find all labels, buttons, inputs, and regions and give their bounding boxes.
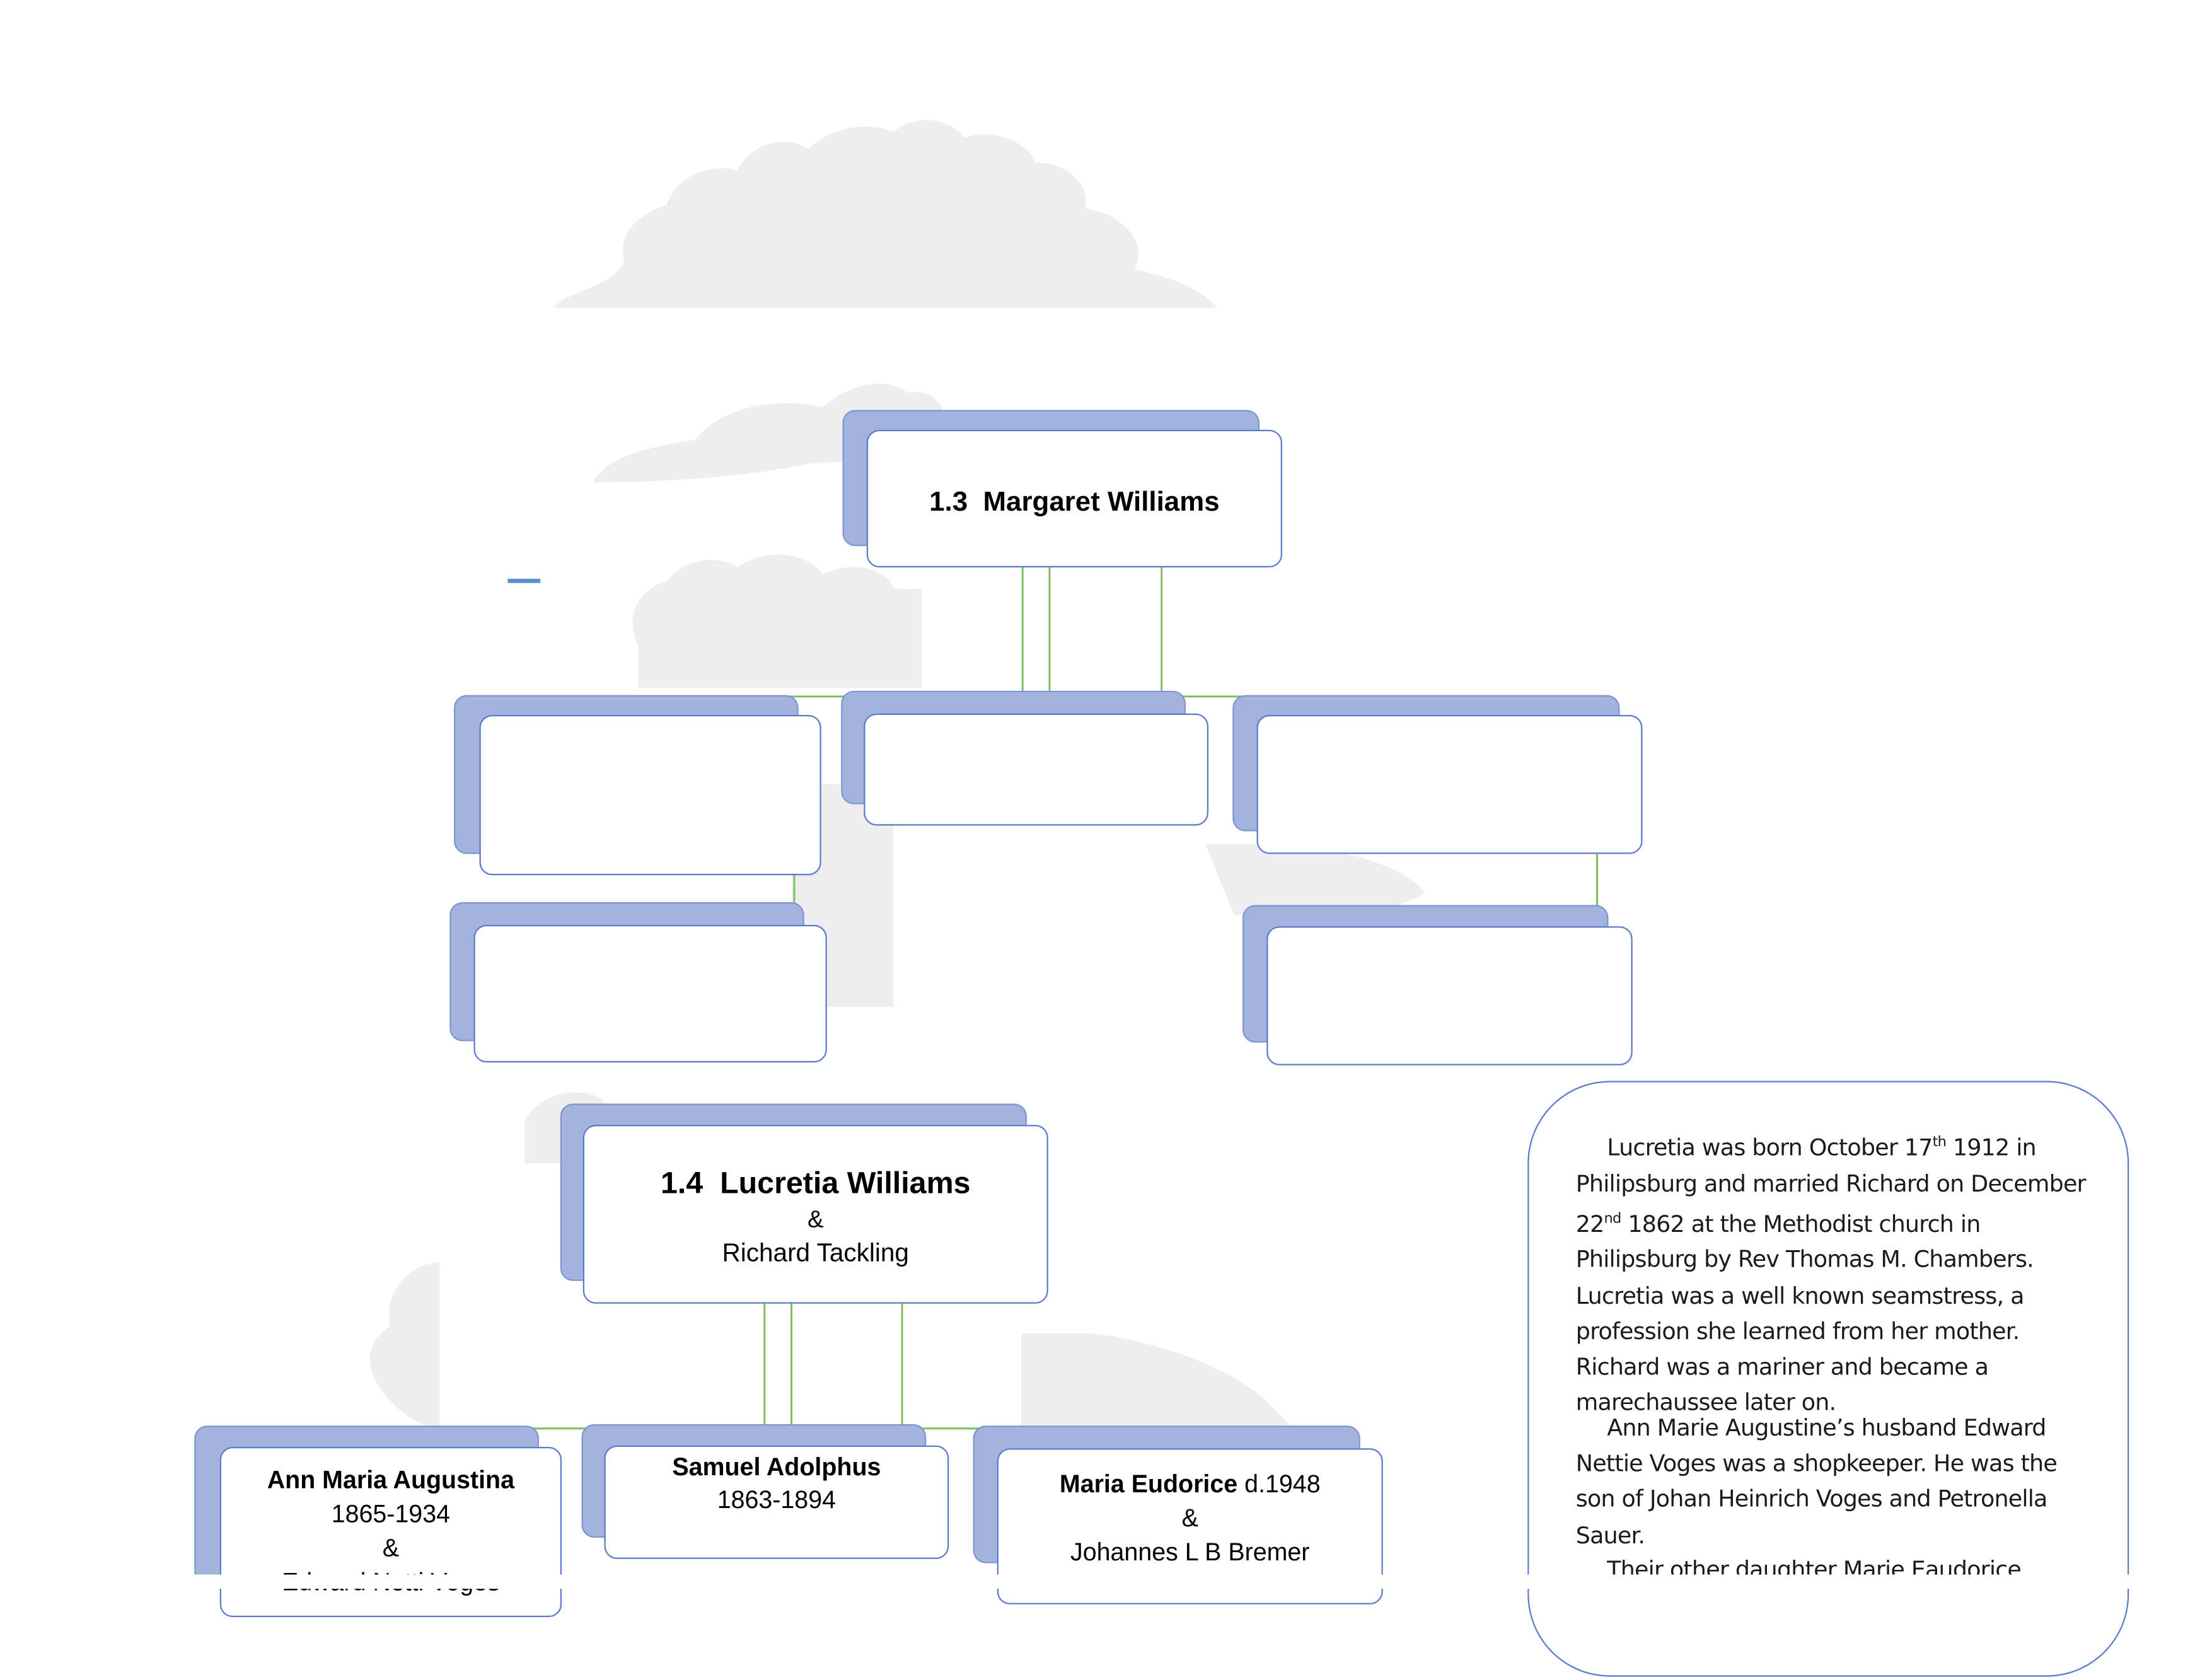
life-years: 1863-1894: [717, 1485, 837, 1514]
person-card-blank[interactable]: [473, 925, 827, 1063]
person-card-blank[interactable]: [479, 715, 821, 876]
life-years: 1865-1934: [331, 1499, 451, 1528]
ampersand: &: [1181, 1504, 1198, 1532]
person-name: 1.4 Lucretia Williams: [660, 1166, 971, 1200]
ampersand: &: [807, 1205, 824, 1233]
death-year: d.1948: [1244, 1470, 1321, 1498]
person-card-blank[interactable]: [1256, 715, 1643, 854]
person-name: 1.3 Margaret Williams: [929, 486, 1220, 518]
note-superscript: nd: [1604, 1211, 1622, 1227]
person-card-lucretia-williams[interactable]: 1.4 Lucretia Williams & Richard Tackling: [582, 1125, 1048, 1304]
person-name: Ann Maria Augustina: [267, 1465, 515, 1494]
page: 1.3 Margaret Williams 1.4 Lucretia Willi…: [194, 120, 2129, 1677]
ampersand: &: [382, 1533, 400, 1562]
spouse-name: Richard Tackling: [722, 1238, 909, 1267]
dash-mark: [507, 579, 541, 583]
person-name: Samuel Adolphus: [672, 1453, 881, 1481]
person-name-line: Maria Eudorice d.1948: [999, 1470, 1382, 1499]
tree-silhouette-top: [553, 120, 1217, 308]
note-text: Lucretia was born October 17: [1607, 1134, 1933, 1161]
note-text: 1912 in Philipsburg and married Richard …: [1575, 1134, 2087, 1238]
spouse-name: Johannes L B Bremer: [1070, 1538, 1310, 1566]
page-bottom-edge: [0, 1574, 2212, 1589]
person-card-margaret-williams[interactable]: 1.3 Margaret Williams: [866, 429, 1282, 567]
person-card-blank[interactable]: [864, 713, 1208, 826]
person-name: Maria Eudorice: [1059, 1470, 1238, 1498]
person-card-blank[interactable]: [1266, 926, 1633, 1065]
note-superscript: th: [1932, 1135, 1947, 1151]
person-card-samuel-adolphus[interactable]: Samuel Adolphus 1863-1894: [604, 1445, 949, 1559]
note-text: 1862 at the Methodist church in Philipsb…: [1575, 1210, 2034, 1416]
note-paragraph-1: Lucretia was born October 17th 1912 in P…: [1576, 1125, 2101, 1420]
note-paragraph-2: Ann Marie Augustine’s husband Edward Net…: [1575, 1414, 2058, 1549]
person-card-ann-maria-augustina[interactable]: Ann Maria Augustina 1865-1934 & Edward N…: [219, 1447, 562, 1617]
